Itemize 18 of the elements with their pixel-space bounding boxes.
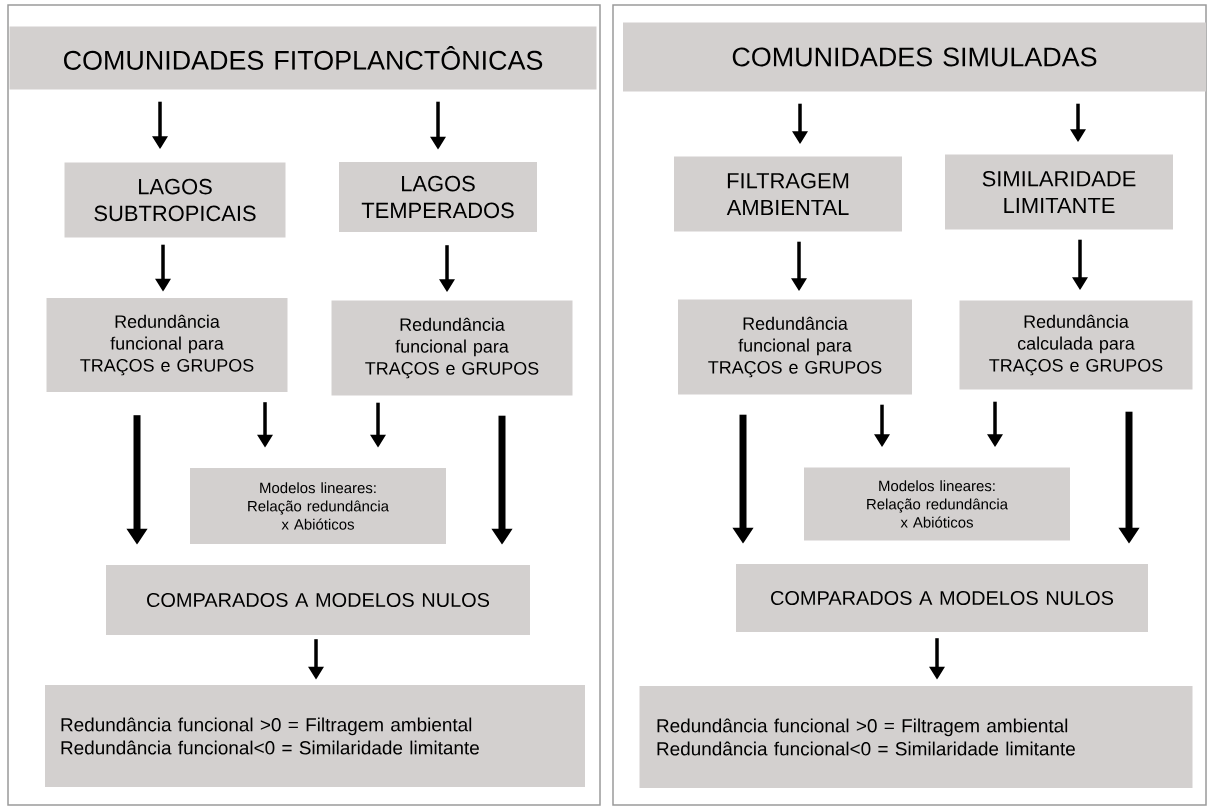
panel-frame [7, 4, 601, 806]
process-box: Modelos lineares: Relação redundância x Abióticos [190, 468, 446, 544]
process-box: Redundância funcional para TRAÇOS e GRUPOS [331, 300, 573, 396]
category-box: SIMILARIDADE LIMITANTE [945, 154, 1173, 230]
result-box: Redundância funcional >0 = Filtragem ambiental Redundância funcional<0 = Similaridade limitante [639, 686, 1193, 788]
panel-frame [612, 4, 1207, 806]
process-box: Modelos lineares: Relação redundância x Abióticos [804, 467, 1070, 541]
result-box: Redundância funcional >0 = Filtragem ambiental Redundância funcional<0 = Similaridade limitante [45, 685, 585, 787]
title-box: COMUNIDADES FITOPLANCTÔNICAS [9, 26, 597, 90]
category-box: FILTRAGEM AMBIENTAL [674, 156, 902, 232]
process-box: COMPARADOS A MODELOS NULOS [736, 564, 1148, 632]
process-box: COMPARADOS A MODELOS NULOS [106, 565, 530, 635]
process-box: Redundância funcional para TRAÇOS e GRUPOS [678, 299, 912, 395]
process-box: Redundância calculada para TRAÇOS e GRUPOS [959, 300, 1193, 390]
process-box: Redundância funcional para TRAÇOS e GRUPOS [46, 298, 288, 392]
category-box: LAGOS SUBTROPICAIS [64, 162, 286, 238]
title-box: COMUNIDADES SIMULADAS [623, 22, 1206, 92]
category-box: LAGOS TEMPERADOS [339, 162, 537, 232]
